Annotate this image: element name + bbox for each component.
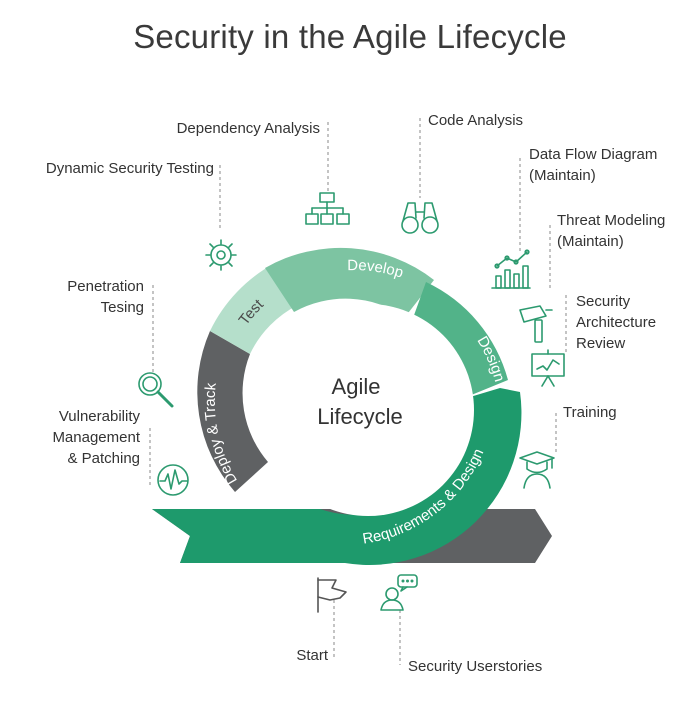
develop-segment bbox=[265, 247, 434, 317]
label-sar-line2: Architecture bbox=[576, 314, 657, 331]
graduate-icon bbox=[519, 451, 555, 489]
label-penetration-line2: Tesing bbox=[100, 299, 144, 316]
label-penetration-line1: Penetration bbox=[67, 278, 144, 295]
label-security-userstories: Security Userstories bbox=[408, 658, 543, 675]
label-data-flow-diagram: Data Flow Diagram (Maintain) bbox=[529, 144, 657, 186]
label-data-flow-diagram-line2: (Maintain) bbox=[529, 167, 596, 184]
label-data-flow-diagram-line1: Data Flow Diagram bbox=[529, 146, 658, 163]
label-dependency-analysis: Dependency Analysis bbox=[176, 120, 320, 137]
test-segment bbox=[210, 263, 298, 354]
label-vuln-line3: & Patching bbox=[67, 450, 140, 467]
label-vulnerability-management: Vulnerability Management & Patching bbox=[20, 406, 140, 469]
label-code-analysis: Code Analysis bbox=[428, 112, 524, 129]
label-sar-line3: Review bbox=[576, 335, 626, 352]
deploy-track-segment bbox=[197, 331, 268, 492]
hammer-icon bbox=[519, 305, 553, 343]
magnifier-icon bbox=[138, 372, 174, 408]
label-threat-modeling-line2: (Maintain) bbox=[557, 233, 624, 250]
connector-lines bbox=[149, 118, 567, 665]
page-title: Security in the Agile Lifecycle bbox=[133, 18, 567, 55]
chat-person-icon bbox=[380, 574, 418, 611]
label-training: Training bbox=[563, 404, 617, 421]
label-security-architecture-review: Security Architecture Review bbox=[576, 291, 656, 354]
presentation-board-icon bbox=[531, 349, 565, 387]
design-segment bbox=[413, 282, 508, 398]
label-penetration-testing: Penetration Tesing bbox=[30, 276, 144, 318]
bar-chart-icon bbox=[491, 249, 531, 289]
label-dynamic-security-testing: Dynamic Security Testing bbox=[45, 160, 214, 177]
center-circle bbox=[262, 304, 474, 516]
label-start: Start bbox=[296, 647, 328, 664]
binoculars-icon bbox=[401, 202, 439, 234]
gear-icon bbox=[205, 239, 237, 271]
center-line-2: Lifecycle bbox=[317, 404, 403, 429]
label-threat-modeling: Threat Modeling (Maintain) bbox=[557, 210, 665, 252]
pulse-icon bbox=[157, 464, 189, 496]
center-line-1: Agile bbox=[332, 374, 381, 399]
requirements-segment bbox=[152, 388, 522, 565]
label-vuln-line1: Vulnerability bbox=[58, 408, 140, 425]
flag-icon bbox=[317, 577, 347, 613]
label-threat-modeling-line1: Threat Modeling bbox=[557, 212, 666, 229]
label-vuln-line2: Management bbox=[52, 429, 140, 446]
label-sar-line1: Security bbox=[576, 293, 631, 310]
hierarchy-icon bbox=[305, 192, 350, 225]
